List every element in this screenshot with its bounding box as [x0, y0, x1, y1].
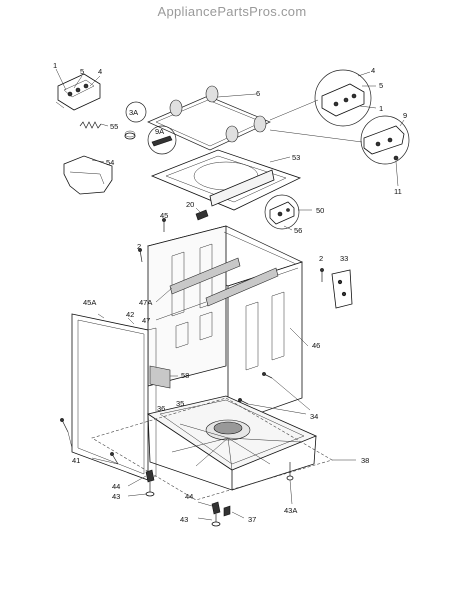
callout-label: 44	[112, 482, 120, 491]
callout-label: 43	[112, 492, 120, 501]
callout-label: 55	[110, 122, 118, 131]
callout-label: 20	[186, 200, 194, 209]
callout-label: 11	[394, 187, 402, 196]
callout-label: 43A	[284, 506, 297, 515]
callout-label: 1	[53, 61, 57, 70]
callout-label: 56	[294, 226, 302, 235]
callout-label: 2	[319, 254, 323, 263]
cabinet-body	[147, 225, 303, 425]
callout-label: 36	[157, 404, 165, 413]
detail-circle-9	[360, 115, 410, 165]
callout-label: 9A	[155, 127, 164, 136]
right-hinge-detail	[314, 69, 372, 127]
callout-label: 35	[176, 399, 184, 408]
lid-glass	[147, 85, 271, 151]
detail-circle-9A	[147, 125, 177, 155]
callout-label: 50	[316, 206, 324, 215]
callout-label: 46	[312, 341, 320, 350]
callout-label: 9	[403, 111, 407, 120]
leveling-feet	[145, 462, 294, 527]
callout-label: 47	[142, 316, 150, 325]
callout-label: 33	[340, 254, 348, 263]
label-plate	[149, 365, 171, 389]
screws	[60, 218, 324, 465]
callout-label: 45	[160, 211, 168, 220]
callout-label: 38	[361, 456, 369, 465]
front-panel	[71, 313, 157, 481]
top-lid-frame	[150, 149, 302, 211]
callout-label: 1	[379, 104, 383, 113]
bracket-20	[195, 209, 209, 221]
callout-label: 37	[248, 515, 256, 524]
callout-label: 58	[181, 371, 189, 380]
dispenser-cup	[63, 155, 113, 195]
spring	[79, 121, 102, 129]
callout-label: 34	[310, 412, 318, 421]
callout-label: 47A	[139, 298, 152, 307]
callout-label: 45A	[83, 298, 96, 307]
callout-label: 43	[180, 515, 188, 524]
left-hinge-bracket	[55, 73, 101, 111]
callout-label: 5	[80, 67, 84, 76]
callout-label: 42	[126, 310, 134, 319]
cross-brace	[169, 257, 279, 307]
callout-label: 4	[98, 67, 102, 76]
callout-label: 53	[292, 153, 300, 162]
callout-label: 44	[185, 492, 193, 501]
callout-label: 3A	[129, 108, 138, 117]
detail-circle-50	[264, 194, 300, 230]
callout-label: 2	[137, 242, 141, 251]
callout-label: 41	[72, 456, 80, 465]
callout-label: 54	[106, 158, 114, 167]
hinge-bracket-33	[331, 269, 353, 309]
callout-label: 5	[379, 81, 383, 90]
watermark: AppliancePartsPros.com	[157, 4, 307, 19]
base-assembly	[147, 395, 318, 491]
callout-label: 6	[256, 89, 260, 98]
ring-part	[124, 101, 147, 140]
callout-label: 4	[371, 66, 375, 75]
